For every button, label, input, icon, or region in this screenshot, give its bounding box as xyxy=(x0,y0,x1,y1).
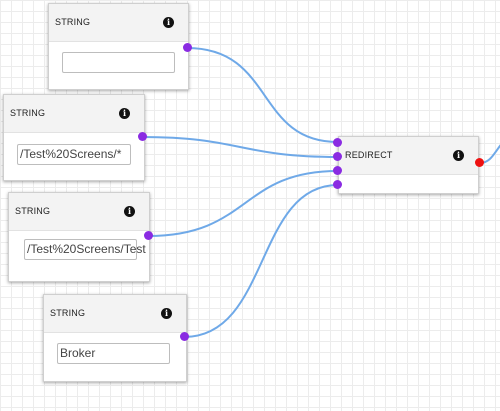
output-port-string1[interactable] xyxy=(183,43,192,52)
node-title: REDIRECT xyxy=(345,150,393,160)
node-header[interactable]: STRING i xyxy=(49,4,188,42)
string-node-3[interactable]: STRING i /Test%20Screens/Test xyxy=(8,192,150,282)
node-title: STRING xyxy=(10,108,46,118)
redirect-input-port-2[interactable] xyxy=(333,152,342,161)
node-header[interactable]: STRING i xyxy=(44,295,186,333)
node-title: STRING xyxy=(55,17,91,27)
string-value-input[interactable] xyxy=(62,52,175,73)
node-header[interactable]: REDIRECT i xyxy=(339,137,478,175)
wire-string1-to-redirect[interactable] xyxy=(186,47,339,143)
string-value-input[interactable]: /Test%20Screens/Test xyxy=(24,239,146,260)
node-header[interactable]: STRING i xyxy=(4,95,144,133)
redirect-node[interactable]: REDIRECT i xyxy=(338,136,479,194)
string-value-input[interactable]: /Test%20Screens/* xyxy=(17,144,131,165)
string-value-input[interactable]: Broker xyxy=(57,343,170,364)
redirect-input-port-3[interactable] xyxy=(333,166,342,175)
info-icon[interactable]: i xyxy=(161,308,172,319)
string-node-4[interactable]: STRING i Broker xyxy=(43,294,187,382)
node-title: STRING xyxy=(50,308,86,318)
node-title: STRING xyxy=(15,206,51,216)
redirect-output-port[interactable] xyxy=(475,158,484,167)
output-port-string4[interactable] xyxy=(180,332,189,341)
string-node-1[interactable]: STRING i xyxy=(48,3,189,90)
info-icon[interactable]: i xyxy=(453,150,464,161)
wire-string4-to-redirect[interactable] xyxy=(183,184,339,338)
wire-string3-to-redirect[interactable] xyxy=(147,170,339,237)
info-icon[interactable]: i xyxy=(124,206,135,217)
info-icon[interactable]: i xyxy=(163,17,174,28)
redirect-input-port-1[interactable] xyxy=(333,138,342,147)
string-node-2[interactable]: STRING i /Test%20Screens/* xyxy=(3,94,145,181)
node-header[interactable]: STRING i xyxy=(9,193,149,231)
wire-string2-to-redirect[interactable] xyxy=(141,136,339,158)
info-icon[interactable]: i xyxy=(119,108,130,119)
output-port-string2[interactable] xyxy=(138,132,147,141)
redirect-input-port-4[interactable] xyxy=(333,180,342,189)
output-port-string3[interactable] xyxy=(144,231,153,240)
